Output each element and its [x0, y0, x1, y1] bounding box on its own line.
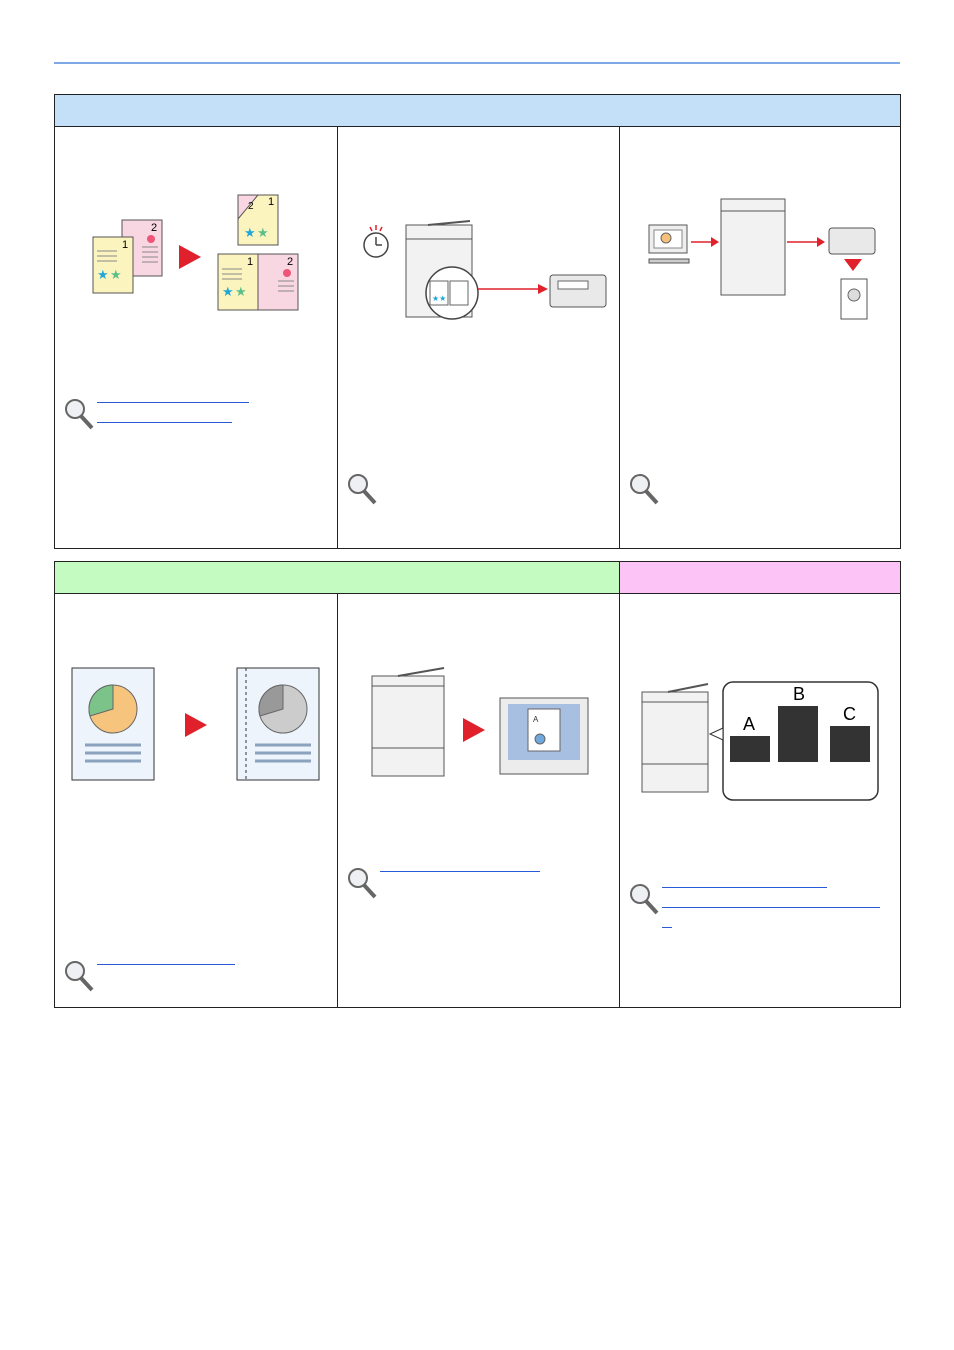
feature-cell-pc-fax: [619, 127, 900, 548]
arrow-down-icon: [844, 259, 862, 271]
paper-stacks-illustration: A B C: [641, 681, 879, 801]
printer-icon: [720, 198, 786, 296]
paper-stack-icon: [730, 736, 770, 762]
star-icon: ★: [235, 284, 247, 299]
delayed-fax-illustration: ★★: [363, 220, 607, 320]
page-number: 2: [287, 256, 293, 268]
printer-icon: [371, 675, 445, 777]
paper-stack-icon: [778, 706, 818, 762]
reference-link[interactable]: [662, 906, 880, 908]
section-header-pink: [619, 562, 900, 594]
star-icon: ★: [97, 267, 109, 282]
stack-label: A: [743, 714, 755, 734]
arrow-right-icon: [185, 713, 207, 737]
star-icon: ★: [244, 225, 256, 240]
page-number: 1: [122, 239, 128, 251]
magnifier-icon: [348, 474, 377, 505]
page-number: 2: [151, 222, 157, 234]
star-icon: ★★: [432, 294, 446, 303]
reference-links: [346, 866, 540, 900]
feature-section-top: 2 1 ★ ★ 2 1 ★ ★ 1 2 ★ ★: [54, 94, 901, 549]
magnifier-icon: [630, 884, 659, 915]
stack-label: C: [843, 704, 856, 724]
page-number: 2: [248, 201, 254, 212]
feature-cell-color-to-gray: [55, 594, 337, 1007]
fax-machine-icon: [828, 227, 876, 255]
reference-link[interactable]: [97, 401, 249, 403]
page-number: 1: [247, 256, 253, 268]
page-number: 1: [268, 196, 274, 208]
fax-machine-icon: [549, 274, 607, 308]
magnifier-icon: [348, 868, 377, 899]
feature-cell-job-separation: A B C: [619, 594, 900, 1007]
star-icon: ★: [110, 267, 122, 282]
feature-cell-scan-to-pc: A: [337, 594, 619, 1007]
paper-stack-icon: [830, 726, 870, 762]
pc-fax-illustration: [648, 198, 876, 320]
arrow-right-icon: [463, 718, 485, 742]
top-rule: [54, 62, 900, 64]
star-icon: ★: [257, 225, 269, 240]
scan-to-monitor-illustration: A: [371, 667, 589, 777]
magnifier-icon: [630, 474, 659, 505]
reference-links: [63, 959, 235, 993]
star-icon: ★: [222, 284, 234, 299]
reference-link[interactable]: [380, 870, 540, 872]
svg-text:A: A: [533, 715, 539, 724]
feature-cell-timed-fax: ★★: [337, 127, 619, 548]
reference-link[interactable]: [662, 886, 827, 888]
feature-section-bottom: A A B C: [54, 561, 901, 1008]
magnifier-icon: [65, 399, 94, 430]
reference-links: [628, 882, 880, 946]
feature-cell-duplex: 2 1 ★ ★ 2 1 ★ ★ 1 2 ★ ★: [55, 127, 337, 548]
section-header-blue: [55, 95, 900, 127]
arrow-right-icon: [179, 245, 201, 269]
printer-icon: [641, 691, 709, 793]
pie-chart-pages-illustration: [71, 667, 320, 781]
reference-link[interactable]: [97, 963, 235, 965]
magnifier-icon: [65, 961, 94, 992]
duplex-pages-illustration: 2 1 ★ ★ 2 1 ★ ★ 1 2 ★ ★: [92, 194, 299, 311]
section-header-green: [55, 562, 619, 594]
reference-links: [346, 472, 378, 506]
reference-links: [628, 472, 660, 506]
stack-label: B: [793, 684, 805, 704]
reference-link[interactable]: [97, 421, 232, 423]
reference-link[interactable]: [662, 926, 672, 928]
reference-links: [63, 397, 249, 441]
